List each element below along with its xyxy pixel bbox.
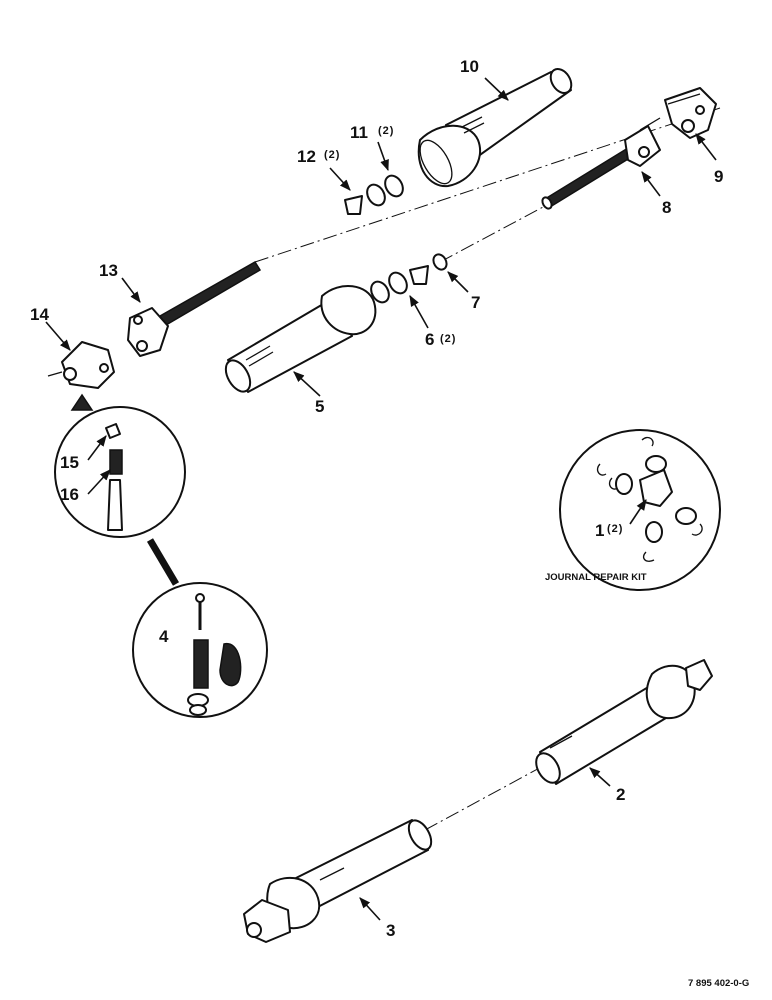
label-part-11-qty: (2) xyxy=(378,125,394,137)
label-part-7: 7 xyxy=(471,293,480,312)
label-part-4: 4 xyxy=(159,627,169,646)
part-5-outer-guard-tube xyxy=(224,284,377,393)
part-3-lower-tube xyxy=(243,819,433,943)
label-part-15: 15 xyxy=(60,453,79,472)
label-part-8: 8 xyxy=(662,198,671,217)
label-part-9: 9 xyxy=(714,167,723,186)
label-part-12-qty: (2) xyxy=(324,149,340,161)
part-2-lower-tube xyxy=(535,659,713,785)
label-part-2: 2 xyxy=(616,785,625,804)
part-8-inner-shaft xyxy=(541,117,661,210)
centerline-lower xyxy=(424,764,546,831)
label-part-16: 16 xyxy=(60,485,79,504)
label-part-3: 3 xyxy=(386,921,395,940)
part-12-bearing xyxy=(344,195,363,215)
label-part-14: 14 xyxy=(30,305,49,324)
part-14-yoke xyxy=(47,341,115,389)
label-part-12: 12 xyxy=(297,147,316,166)
label-part-6-qty: (2) xyxy=(440,333,456,345)
kit-caption: JOURNAL REPAIR KIT xyxy=(545,572,647,583)
part-9-yoke xyxy=(664,87,717,139)
part-10-outer-guard-tube xyxy=(417,67,573,188)
label-part-13: 13 xyxy=(99,261,118,280)
detail-circle-15-16 xyxy=(54,393,186,538)
label-part-10: 10 xyxy=(460,57,479,76)
part-11-rings xyxy=(366,174,404,207)
centerline-middle xyxy=(439,205,546,263)
leader-lines xyxy=(45,77,717,921)
part-6-rings xyxy=(370,265,429,304)
label-part-5: 5 xyxy=(315,397,324,416)
label-part-1-qty: (2) xyxy=(607,523,623,535)
part-13-yoke-shaft xyxy=(127,260,262,357)
drawing-number: 7 895 402-0-G xyxy=(688,978,749,989)
label-part-1: 1 xyxy=(595,521,604,540)
part-7-seal xyxy=(432,253,448,271)
label-part-11: 11 xyxy=(350,123,368,142)
detail-circle-4 xyxy=(132,538,268,718)
label-part-6: 6 xyxy=(425,330,434,349)
